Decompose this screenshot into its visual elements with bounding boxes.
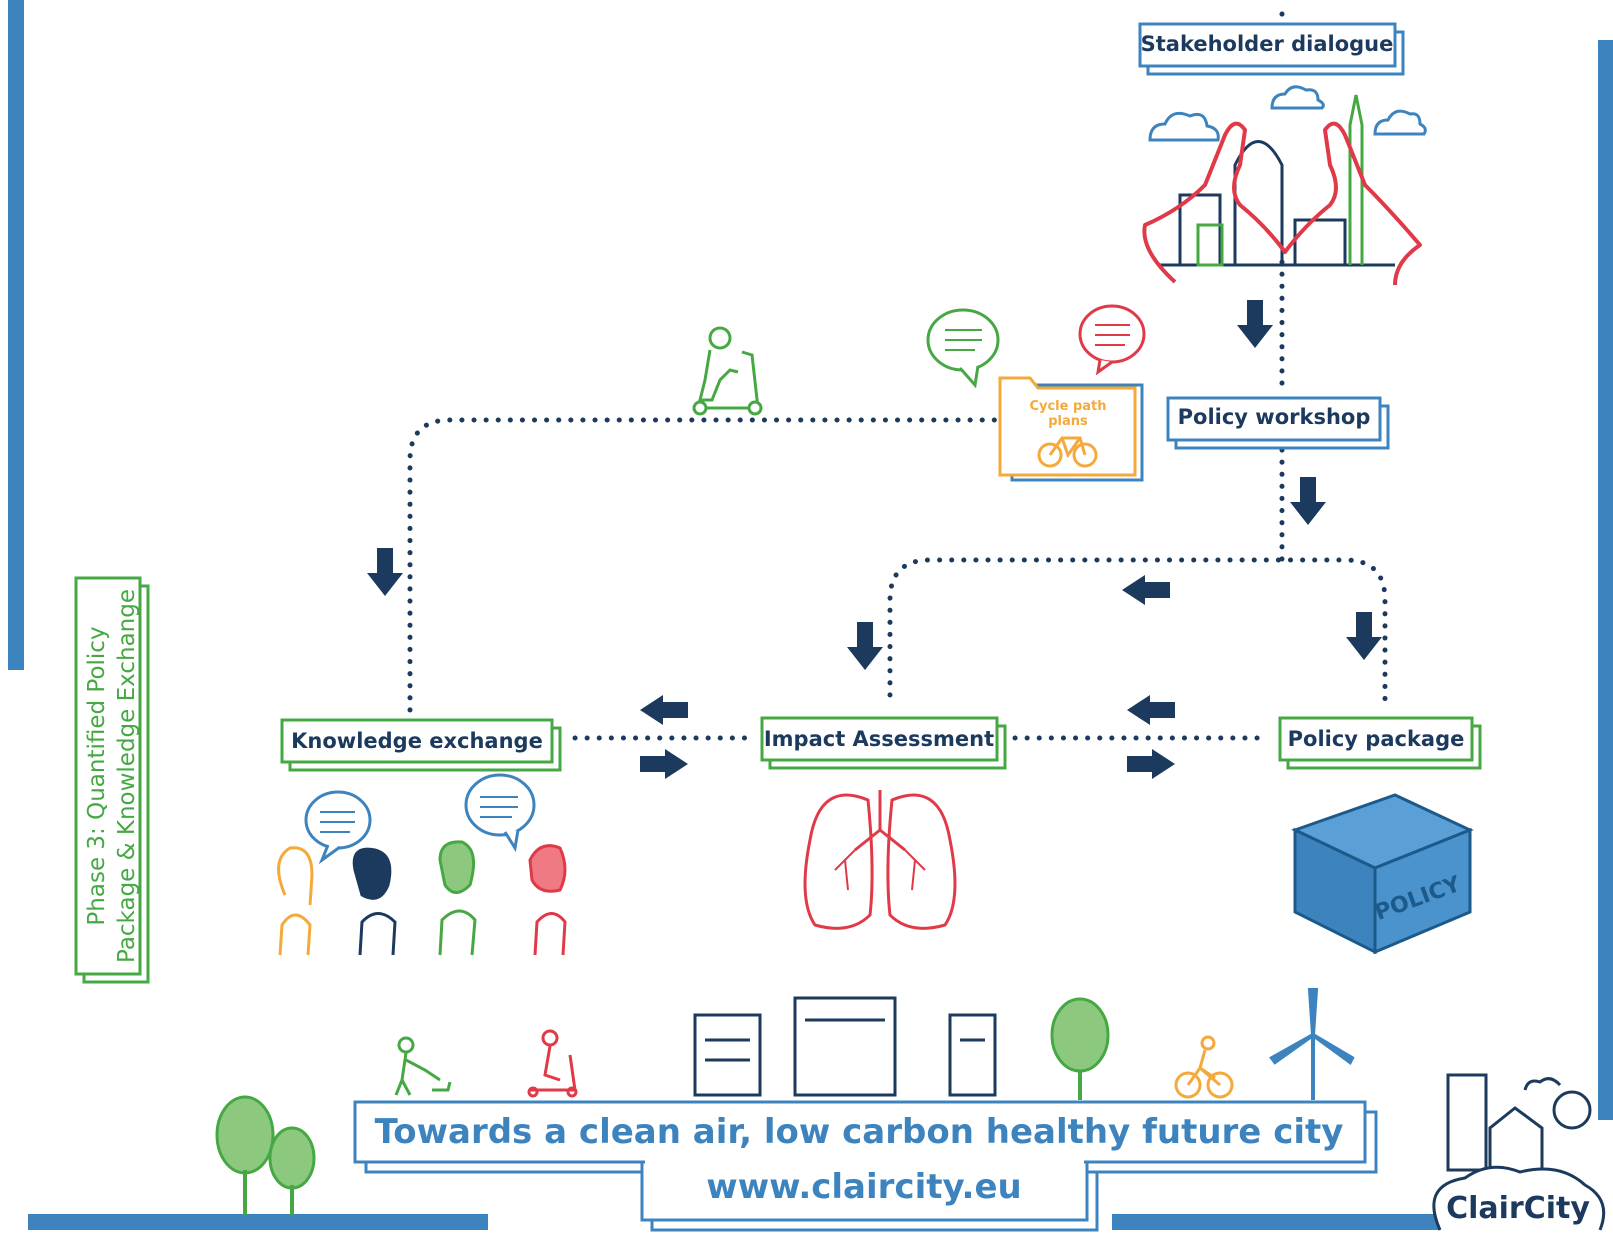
cyclist-icon bbox=[1174, 1035, 1234, 1099]
node-knowledge-exchange-label: Knowledge exchange bbox=[291, 729, 543, 753]
speech-bubble-icon bbox=[304, 773, 536, 865]
scooter-icon-red bbox=[527, 1029, 578, 1098]
cloud-icon bbox=[1148, 85, 1427, 142]
tree-trunk-icon bbox=[243, 1070, 1082, 1215]
claircity-logo: ClairCity bbox=[1432, 1073, 1606, 1231]
banner-tagline: Towards a clean air, low carbon healthy … bbox=[375, 1112, 1344, 1152]
arrow-down-5 bbox=[367, 548, 403, 596]
arrow-down-1 bbox=[1237, 300, 1273, 348]
bottom-skyline-illustration bbox=[215, 988, 1355, 1215]
node-knowledge-exchange: Knowledge exchange bbox=[280, 718, 562, 772]
node-impact-assessment: Impact Assessment bbox=[760, 716, 1007, 770]
folder-label-line1: Cycle path bbox=[1029, 399, 1106, 414]
arrow-right-1 bbox=[1127, 749, 1175, 779]
node-stakeholder-dialogue-label: Stakeholder dialogue bbox=[1141, 32, 1394, 56]
node-policy-package: Policy package bbox=[1278, 716, 1482, 770]
speech-bubble-icon-green bbox=[926, 308, 1000, 389]
folder-label-line2: plans bbox=[1048, 414, 1088, 429]
city-heart-hands-illustration bbox=[1142, 85, 1427, 286]
dog-walker-icon bbox=[394, 1036, 452, 1096]
skyline-icon bbox=[1160, 140, 1395, 267]
logo-cloud-outline bbox=[1432, 1165, 1606, 1231]
scooter-rider-icon bbox=[692, 326, 763, 416]
flow-arrows bbox=[367, 300, 1382, 779]
cycle-path-plans-folder: Cycle path plans bbox=[998, 376, 1144, 482]
person-icon-orange bbox=[277, 846, 314, 956]
node-policy-package-label: Policy package bbox=[1288, 727, 1465, 751]
phase-label: Phase 3: Quantified Policy Package & Kno… bbox=[74, 576, 150, 984]
person-icon-green bbox=[438, 840, 477, 956]
speech-bubble-icon-red bbox=[1078, 304, 1146, 376]
banner-url[interactable]: www.claircity.eu bbox=[706, 1167, 1021, 1207]
arrow-left-2 bbox=[1127, 695, 1175, 725]
arrow-left-3 bbox=[640, 695, 688, 725]
logo-skyline-icon bbox=[1446, 1073, 1592, 1172]
logo-text: ClairCity bbox=[1446, 1191, 1590, 1226]
tree-icon bbox=[215, 997, 1110, 1190]
phase-label-line2: Package & Knowledge Exchange bbox=[114, 589, 140, 963]
arrow-down-3 bbox=[1346, 612, 1382, 660]
node-impact-assessment-label: Impact Assessment bbox=[764, 727, 994, 751]
wind-turbine-icon bbox=[1269, 988, 1355, 1100]
arrow-right-2 bbox=[640, 749, 688, 779]
green-tower-icon bbox=[1348, 94, 1364, 265]
tagline-banner: Towards a clean air, low carbon healthy … bbox=[353, 1100, 1378, 1232]
dotted-connectors bbox=[407, 11, 1388, 741]
bicycle-icon bbox=[1037, 436, 1098, 468]
phase-label-line1: Phase 3: Quantified Policy bbox=[84, 626, 110, 925]
arrow-down-4 bbox=[847, 622, 883, 670]
node-stakeholder-dialogue: Stakeholder dialogue bbox=[1138, 22, 1405, 76]
node-policy-workshop-label: Policy workshop bbox=[1178, 405, 1371, 429]
heart-hands-icon bbox=[1142, 121, 1422, 286]
node-policy-workshop: Policy workshop bbox=[1166, 396, 1390, 450]
people-talking-illustration bbox=[277, 773, 567, 956]
arrow-left-1 bbox=[1122, 575, 1170, 605]
lungs-icon bbox=[803, 790, 957, 930]
frame-bars bbox=[8, 0, 1613, 1230]
policy-box-icon: POLICY bbox=[1291, 793, 1474, 955]
person-icon-navy bbox=[352, 847, 397, 956]
green-building-icon bbox=[1196, 223, 1224, 267]
person-icon-red bbox=[528, 844, 567, 956]
arrow-down-2 bbox=[1290, 477, 1326, 525]
building-icon bbox=[693, 996, 997, 1097]
